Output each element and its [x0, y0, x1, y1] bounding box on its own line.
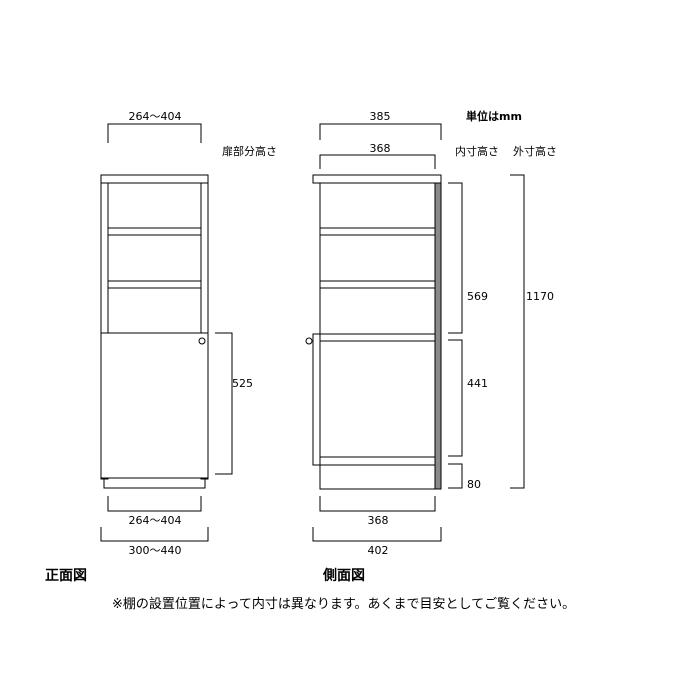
- side-back-panel: [434, 182, 442, 490]
- front-base: [103, 477, 206, 489]
- dim-side-outer-height: [510, 174, 525, 489]
- lower-inner-value: 441: [467, 377, 488, 390]
- front-shelf-1: [107, 227, 202, 236]
- dim-side-bottom-inner: [319, 496, 436, 512]
- unit-label: 単位はmm: [466, 109, 522, 123]
- dim-front-door-height: [215, 332, 233, 475]
- front-top-width-label: 264～404: [129, 110, 182, 123]
- side-top-board: [312, 174, 442, 184]
- dim-side-lower-inner: [448, 339, 463, 457]
- front-bottom-inner-label: 264～404: [129, 514, 182, 527]
- front-door-height-value: 525: [232, 377, 253, 390]
- base-height-value: 80: [467, 478, 481, 491]
- dim-front-bottom-inner: [107, 496, 202, 512]
- side-shelf-2: [319, 280, 436, 289]
- footnote: ※棚の設置位置によって内寸は異なります。あくまで目安としてご覧ください。: [112, 596, 575, 612]
- side-door: [312, 333, 321, 466]
- front-shelf-2: [107, 280, 202, 289]
- side-knob-icon: [305, 337, 313, 345]
- upper-inner-value: 569: [467, 290, 488, 303]
- dim-side-top-inner: [319, 154, 436, 169]
- dim-front-bottom-outer: [100, 527, 209, 542]
- door-knob-icon: [198, 337, 206, 345]
- side-view-title: 側面図: [322, 567, 365, 584]
- dim-side-base: [448, 463, 463, 489]
- front-top-board: [100, 174, 209, 184]
- side-bottom-outer-label: 402: [368, 544, 389, 557]
- front-door: [100, 332, 209, 479]
- front-door-height-caption: 扉部分高さ: [222, 144, 277, 158]
- outer-height-caption: 外寸高さ: [513, 144, 557, 158]
- side-top-inner-label: 368: [370, 142, 391, 155]
- side-shelf-1: [319, 227, 436, 236]
- front-view-title: 正面図: [45, 568, 87, 584]
- side-body: [319, 182, 436, 490]
- side-view: [305, 123, 525, 542]
- front-bottom-outer-label: 300～440: [129, 544, 182, 557]
- front-view: [100, 123, 233, 542]
- inner-height-caption: 内寸高さ: [455, 144, 499, 158]
- dim-side-upper-inner: [448, 182, 463, 334]
- dim-front-top-width: [107, 123, 202, 143]
- side-bottom-inner-label: 368: [368, 514, 389, 527]
- dim-side-bottom-outer: [312, 527, 442, 542]
- dim-side-top-outer: [319, 123, 442, 140]
- side-top-outer-label: 385: [370, 110, 391, 123]
- side-base-plate: [319, 456, 436, 466]
- outer-height-value: 1170: [526, 290, 554, 303]
